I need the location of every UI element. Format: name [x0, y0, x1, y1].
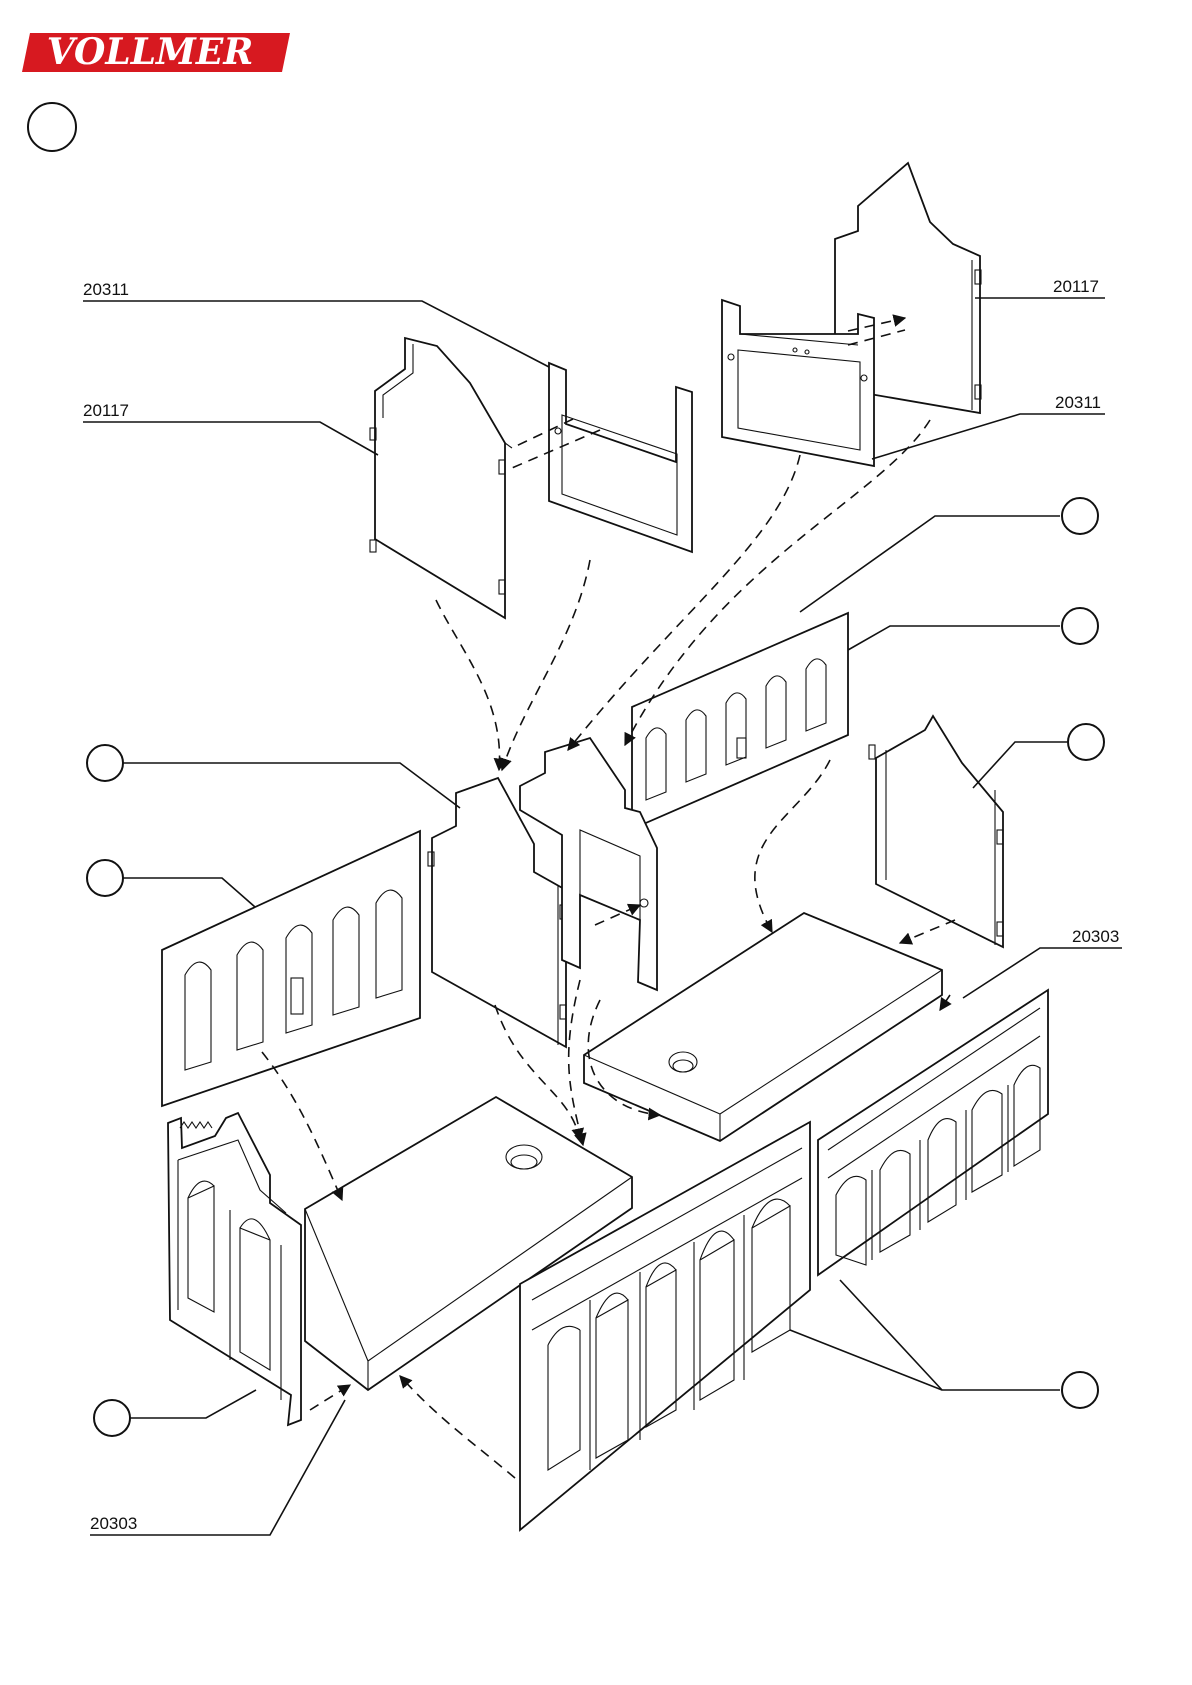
part-label-20311-left: 20311 — [83, 280, 129, 299]
part-label-20303-right: 20303 — [1072, 927, 1119, 946]
callout-circle — [1062, 608, 1098, 644]
top-left-gable-wall — [370, 338, 512, 618]
callout-circle — [1062, 1372, 1098, 1408]
vollmer-logo: VOLLMER — [22, 31, 290, 73]
callout-circle — [1062, 498, 1098, 534]
corner-facade — [168, 1113, 301, 1425]
part-label-20311-right: 20311 — [1055, 393, 1101, 412]
part-label-20303-left: 20303 — [90, 1514, 137, 1533]
right-gable-wall — [869, 716, 1003, 947]
part-label-20117-left: 20117 — [83, 401, 129, 420]
callout-circle — [1068, 724, 1104, 760]
callout-circle — [94, 1400, 130, 1436]
back-window-wall-right — [632, 613, 848, 829]
part-label-20117-right: 20117 — [1053, 277, 1099, 296]
top-left-window-frame — [549, 363, 692, 552]
callout-circle — [87, 860, 123, 896]
logo-text: VOLLMER — [47, 31, 254, 73]
front-window-wall-left — [162, 831, 420, 1106]
step-number-circle — [28, 103, 76, 151]
callout-circle — [87, 745, 123, 781]
